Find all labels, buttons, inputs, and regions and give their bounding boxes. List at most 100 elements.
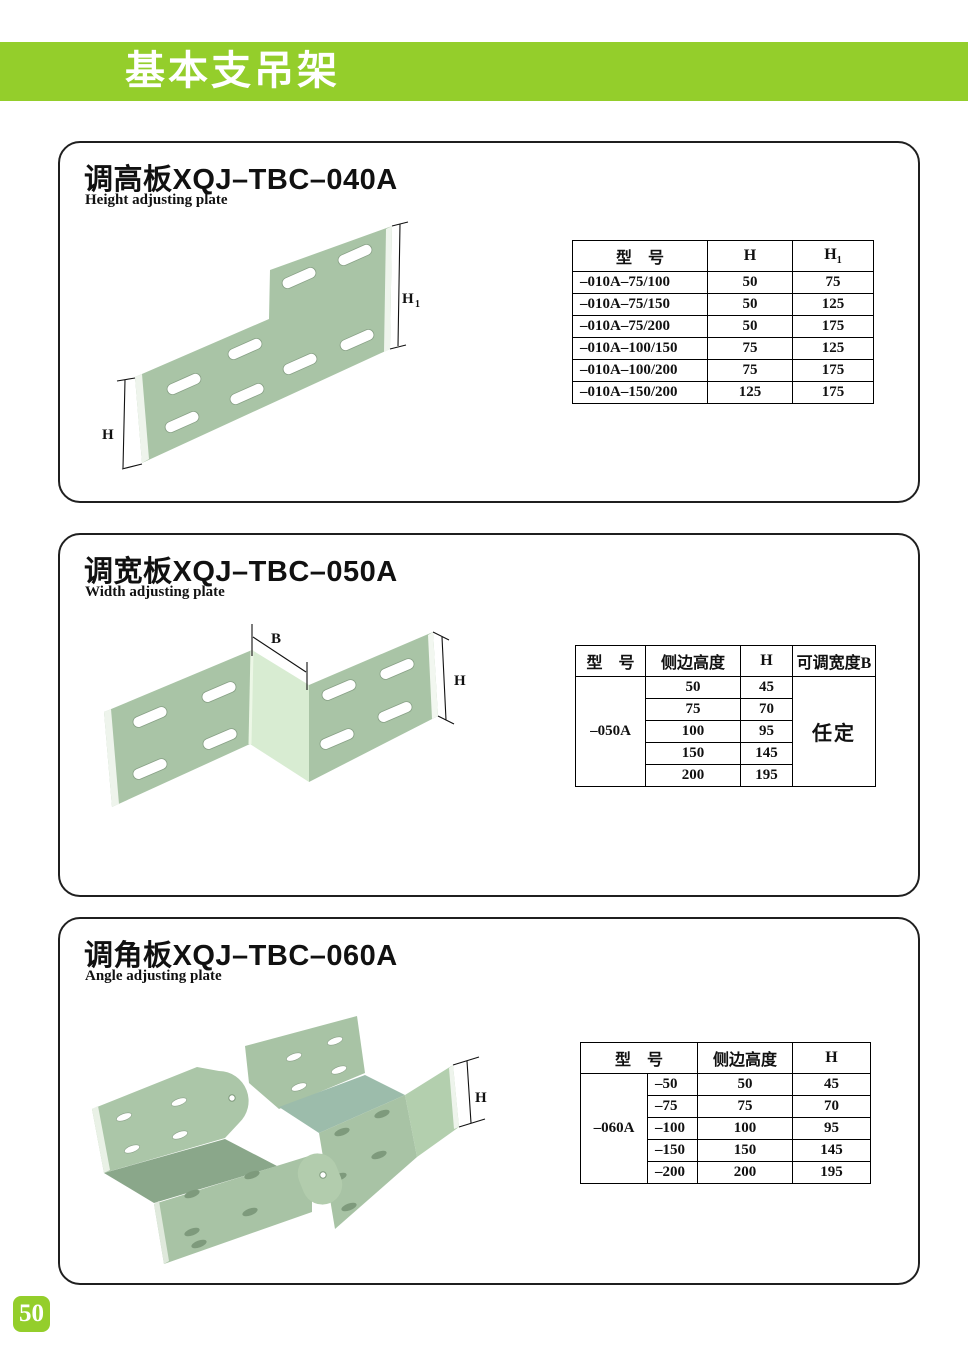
right-end-tab (405, 1065, 459, 1157)
h1-dimension-sub: 1 (415, 299, 420, 310)
data-cell: 125 (707, 381, 793, 404)
data-cell: 200 (645, 764, 741, 787)
h-dimension-label: H (102, 427, 114, 443)
left-panel-edge (104, 709, 119, 807)
data-cell: 任定 (792, 676, 876, 787)
data-cell: 50 (707, 315, 793, 338)
data-cell: 195 (740, 764, 793, 787)
left-back-wall-edge (92, 1106, 110, 1173)
data-cell: 175 (792, 315, 874, 338)
right-channel-floor (279, 1075, 405, 1133)
data-cell: 45 (792, 1073, 871, 1096)
data-cell: 125 (792, 293, 874, 316)
data-cell: 70 (792, 1095, 871, 1118)
fold-highlight (248, 649, 254, 745)
data-cell: 75 (792, 271, 874, 294)
section-subtitle-en: Angle adjusting plate (85, 968, 222, 984)
data-cell: –100 (647, 1117, 698, 1140)
data-cell: 100 (697, 1117, 793, 1140)
data-cell: 50 (707, 271, 793, 294)
header-cell: H (792, 1042, 871, 1074)
data-cell: –010A–75/150 (572, 293, 708, 316)
header-cell: 型 号 (580, 1042, 698, 1074)
height-plate-diagram: H 1 H (102, 221, 420, 470)
dimension-lines-h1 (389, 221, 409, 350)
header-cell: 侧边高度 (645, 645, 741, 677)
data-cell: 175 (792, 359, 874, 382)
data-cell: –010A–100/200 (572, 359, 708, 382)
data-cell: 145 (792, 1139, 871, 1162)
data-cell: –010A–75/100 (572, 271, 708, 294)
page-title: 基本支吊架 (125, 49, 340, 93)
left-near-wall (154, 1155, 312, 1264)
pivot-hole-bottom (319, 1171, 327, 1179)
header-cell: 型 号 (575, 645, 646, 677)
pivot-hole-top (228, 1094, 236, 1102)
data-cell: 45 (740, 676, 793, 699)
section-width-adjusting-plate: 调宽板XQJ–TBC–050A Width adjusting plate B (58, 533, 920, 897)
data-cell: 125 (792, 337, 874, 360)
data-cell: 70 (740, 698, 793, 721)
section-title: 调角板XQJ–TBC–060A (84, 940, 398, 972)
section-height-adjusting-plate: 调高板XQJ–TBC–040A Height adjusting plate (58, 141, 920, 503)
data-cell: 75 (697, 1095, 793, 1118)
data-cell: –200 (647, 1161, 698, 1184)
plate-edge-left (135, 374, 149, 463)
data-cell: –150 (647, 1139, 698, 1162)
right-panel-face (309, 632, 438, 782)
data-cell: 75 (707, 337, 793, 360)
data-cell: 195 (792, 1161, 871, 1184)
right-panel-edge (428, 632, 438, 719)
data-cell: 50 (697, 1073, 793, 1096)
data-cell: 175 (792, 381, 874, 404)
h-dimension-label: H (454, 673, 466, 689)
header-cell: H1 (792, 240, 874, 272)
header-cell: 侧边高度 (697, 1042, 793, 1074)
dimension-lines-b (251, 624, 308, 690)
section-title: 调高板XQJ–TBC–040A (84, 164, 398, 196)
angle-plate-diagram: H (92, 1016, 487, 1264)
data-cell: –060A (580, 1073, 648, 1184)
plate-face (135, 226, 392, 463)
data-cell: 145 (740, 742, 793, 765)
data-cell: –010A–150/200 (572, 381, 708, 404)
header-cell: H (707, 240, 793, 272)
data-cell: –010A–75/200 (572, 315, 708, 338)
plate-edge-right (384, 226, 392, 352)
header-cell: 可调宽度B (792, 645, 876, 677)
right-end-tab-edge (449, 1065, 459, 1129)
left-near-wall-edge (154, 1201, 169, 1264)
data-cell: 95 (740, 720, 793, 743)
page-number-badge: 50 (13, 1296, 50, 1332)
h1-dimension-label: H (402, 291, 414, 307)
left-channel-floor (104, 1139, 277, 1203)
section-subtitle-en: Width adjusting plate (85, 584, 225, 600)
data-cell: 150 (645, 742, 741, 765)
data-cell: 200 (697, 1161, 793, 1184)
center-panel-face (250, 650, 309, 782)
width-plate-diagram: B H (104, 624, 466, 807)
data-cell: –75 (647, 1095, 698, 1118)
data-cell: 150 (697, 1139, 793, 1162)
data-cell: 100 (645, 720, 741, 743)
section-angle-adjusting-plate: 调角板XQJ–TBC–060A Angle adjusting plate (58, 917, 920, 1285)
data-cell: –50 (647, 1073, 698, 1096)
section-subtitle-en: Height adjusting plate (85, 192, 228, 208)
